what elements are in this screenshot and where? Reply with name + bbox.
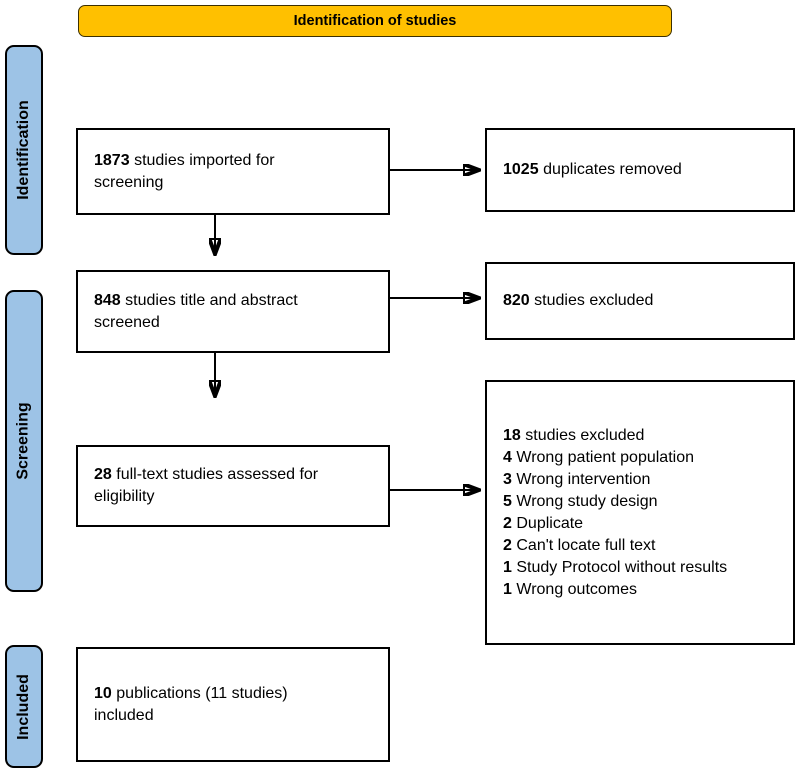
- stage-identification: Identification: [5, 45, 43, 255]
- banner-identification-of-studies: Identification of studies: [78, 5, 672, 37]
- stage-identification-label: Identification: [15, 100, 32, 200]
- stage-screening-label: Screening: [15, 402, 33, 480]
- screened-count: 848: [94, 291, 121, 309]
- stage-screening: Screening: [5, 290, 43, 592]
- included-count: 10: [94, 684, 112, 702]
- stage-included-label: Included: [15, 673, 32, 740]
- fulltext-count: 28: [94, 466, 112, 483]
- imported-count: 1873: [94, 151, 130, 169]
- stage-included: Included: [5, 645, 43, 768]
- duplicates-count: 1025: [503, 161, 539, 178]
- excluded-count: 820: [503, 292, 530, 309]
- banner-title: Identification of studies: [293, 13, 457, 29]
